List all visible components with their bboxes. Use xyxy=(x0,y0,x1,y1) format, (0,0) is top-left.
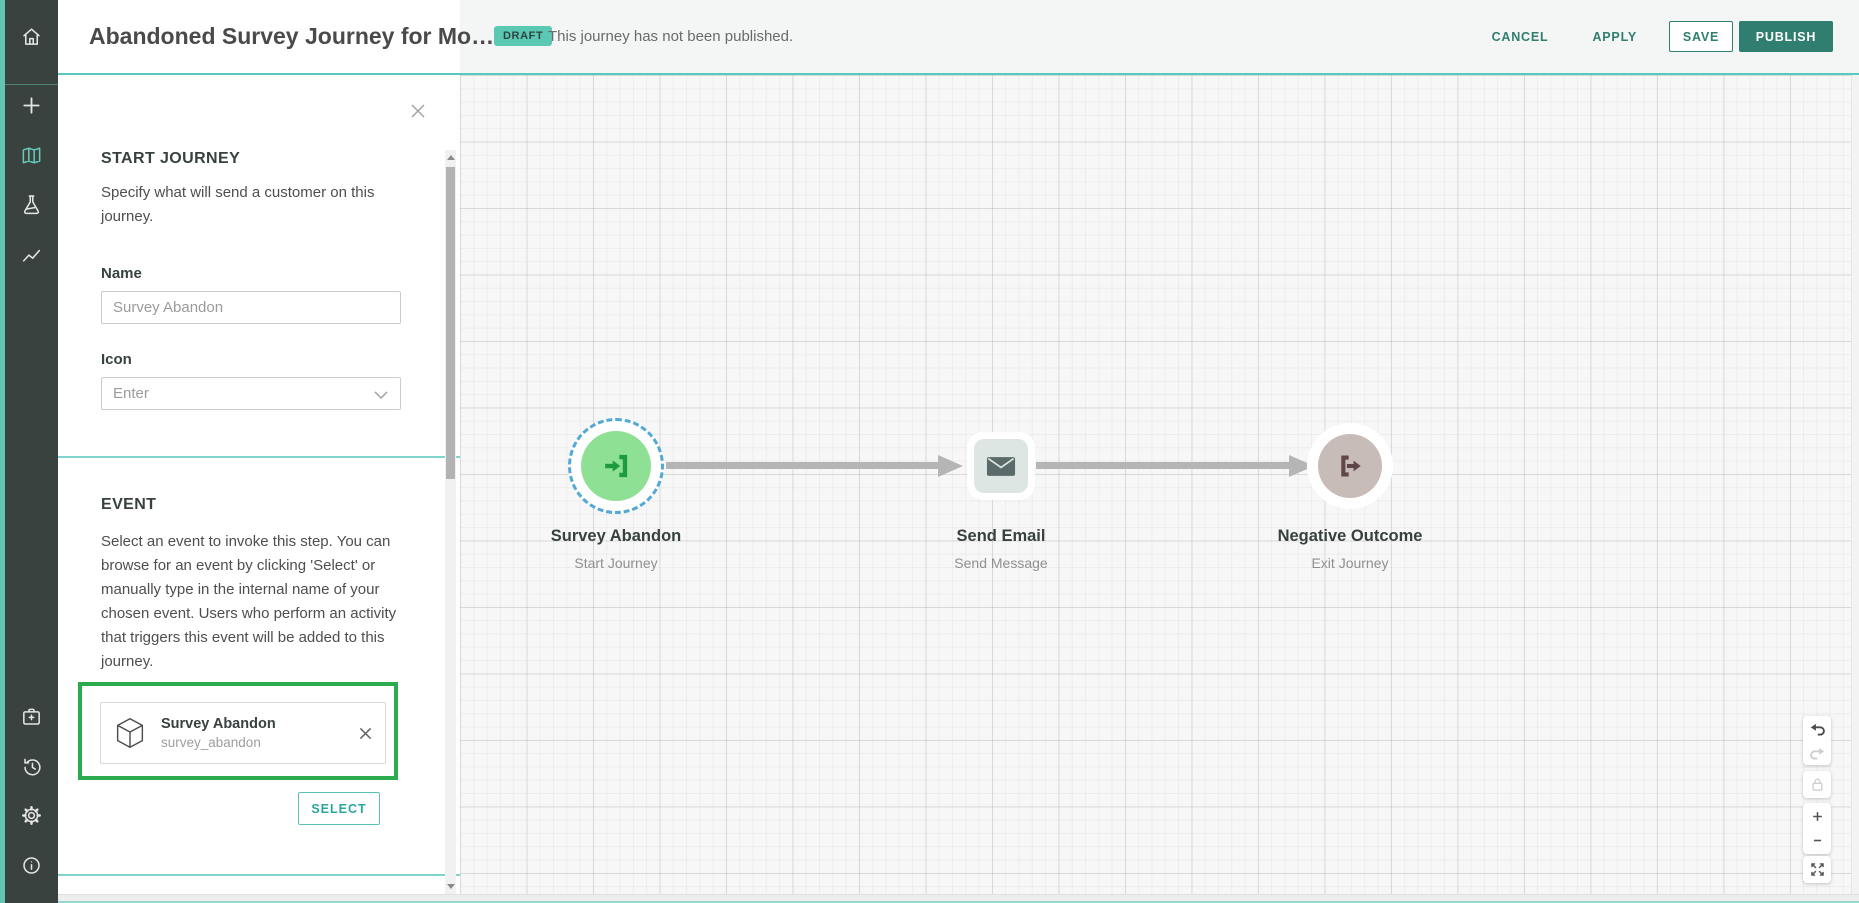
node-title: Survey Abandon xyxy=(550,527,682,545)
top-bar: Abandoned Survey Journey for Mo… DRAFT T… xyxy=(58,0,1859,75)
start-journey-heading: START JOURNEY xyxy=(101,150,241,167)
page-title: Abandoned Survey Journey for Mo… xyxy=(89,23,495,49)
horizontal-scrollbar[interactable] xyxy=(58,894,1859,903)
lock-card xyxy=(1803,771,1831,798)
rail-divider xyxy=(5,84,58,85)
canvas-vertical-scrollbar[interactable] xyxy=(1851,75,1859,894)
journeys-map-icon[interactable] xyxy=(20,144,43,167)
start-journey-description: Specify what will send a customer on thi… xyxy=(101,184,375,225)
undo-redo-card xyxy=(1803,716,1831,765)
node-subtitle: Send Message xyxy=(954,555,1048,571)
scrollbar-thumb[interactable] xyxy=(446,167,455,479)
selected-event-highlight-box: Survey Abandon survey_abandon xyxy=(78,682,398,780)
journey-name-input[interactable] xyxy=(101,291,401,324)
icon-select-dropdown[interactable]: Enter xyxy=(101,377,401,410)
node-label: Send Email Send Message xyxy=(871,527,1131,571)
node-subtitle: Start Journey xyxy=(574,555,658,571)
icon-select-value: Enter xyxy=(113,385,149,402)
fullscreen-icon xyxy=(1810,863,1824,876)
app-rail xyxy=(0,0,58,903)
panel-bottom-divider xyxy=(58,874,460,876)
edge-arrowhead-icon xyxy=(938,455,963,477)
scroll-down-arrow-icon[interactable] xyxy=(447,884,455,889)
zoom-in-button[interactable] xyxy=(1803,805,1831,829)
event-cube-icon xyxy=(111,714,149,752)
title-area: Abandoned Survey Journey for Mo… xyxy=(58,0,494,73)
config-panel: START JOURNEY Specify what will send a c… xyxy=(58,75,460,894)
apply-button[interactable]: APPLY xyxy=(1592,29,1637,44)
node-label: Survey Abandon Start Journey xyxy=(486,527,746,571)
node-exit-core xyxy=(1318,434,1382,498)
lock-icon xyxy=(1811,778,1823,791)
publish-button[interactable]: PUBLISH xyxy=(1739,21,1833,52)
panel-content: START JOURNEY Specify what will send a c… xyxy=(58,75,460,825)
node-negative-outcome[interactable] xyxy=(1307,423,1393,509)
deploy-box-icon[interactable] xyxy=(20,705,43,728)
add-icon[interactable] xyxy=(20,94,43,117)
analytics-chart-icon[interactable] xyxy=(20,244,43,267)
panel-scrollbar[interactable] xyxy=(445,150,456,894)
selected-event-card[interactable]: Survey Abandon survey_abandon xyxy=(100,702,386,764)
selected-event-title: Survey Abandon xyxy=(161,716,276,732)
icon-label: Icon xyxy=(101,351,132,368)
node-subtitle: Exit Journey xyxy=(1311,555,1389,571)
envelope-icon xyxy=(986,456,1016,476)
edge-email-to-exit xyxy=(1036,462,1289,469)
header-actions: CANCEL APPLY SAVE PUBLISH xyxy=(1492,0,1833,73)
redo-button[interactable] xyxy=(1803,741,1831,765)
selected-event-internal-name: survey_abandon xyxy=(161,735,261,750)
redo-icon xyxy=(1809,747,1824,760)
select-button-row: SELECT xyxy=(78,780,380,825)
undo-icon xyxy=(1810,723,1825,736)
edge-start-to-email xyxy=(666,462,938,469)
journey-canvas[interactable]: Survey Abandon Start Journey Send Email … xyxy=(460,75,1859,894)
select-event-button[interactable]: SELECT xyxy=(298,792,380,825)
zoom-card xyxy=(1803,803,1831,854)
node-email-core xyxy=(974,439,1028,493)
home-icon[interactable] xyxy=(20,25,43,48)
draft-status-badge: DRAFT xyxy=(494,26,553,46)
event-heading: EVENT xyxy=(101,496,157,513)
section-divider xyxy=(58,456,460,458)
save-button[interactable]: SAVE xyxy=(1669,21,1733,52)
publish-status-text: This journey has not been published. xyxy=(548,28,794,45)
exit-journey-icon xyxy=(1341,455,1361,477)
zoom-out-button[interactable] xyxy=(1803,829,1831,853)
info-icon[interactable] xyxy=(20,854,43,877)
experiments-flask-icon[interactable] xyxy=(20,193,43,216)
node-title: Send Email xyxy=(956,527,1046,545)
undo-button[interactable] xyxy=(1803,717,1831,741)
node-title: Negative Outcome xyxy=(1277,527,1423,545)
cancel-button[interactable]: CANCEL xyxy=(1491,29,1549,44)
enter-journey-icon xyxy=(605,454,628,478)
history-icon[interactable] xyxy=(20,755,43,778)
remove-event-icon[interactable] xyxy=(358,726,373,741)
name-label: Name xyxy=(101,265,142,282)
settings-gear-icon[interactable] xyxy=(20,804,43,827)
scroll-up-arrow-icon[interactable] xyxy=(447,155,455,160)
rail-accent-strip xyxy=(0,0,5,903)
fullscreen-button[interactable] xyxy=(1803,858,1831,882)
fullscreen-card xyxy=(1803,856,1831,883)
selected-event-texts: Survey Abandon survey_abandon xyxy=(161,716,276,750)
node-start-core xyxy=(581,431,651,501)
zoom-in-icon xyxy=(1812,812,1822,821)
event-description: Select an event to invoke this step. You… xyxy=(101,533,397,670)
node-label: Negative Outcome Exit Journey xyxy=(1220,527,1480,571)
chevron-down-icon xyxy=(374,391,388,400)
node-send-email[interactable] xyxy=(967,432,1035,500)
lock-button[interactable] xyxy=(1803,773,1831,797)
close-icon[interactable] xyxy=(410,103,426,119)
node-start-journey[interactable] xyxy=(568,418,664,514)
zoom-out-icon xyxy=(1813,839,1821,842)
